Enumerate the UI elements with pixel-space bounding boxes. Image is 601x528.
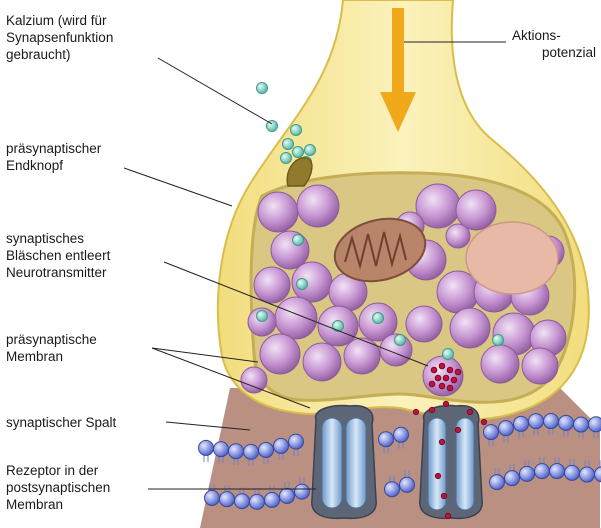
label-receptor: Rezeptor in der postsynaptischen Membran (6, 462, 110, 513)
lipid-head-top (214, 442, 229, 457)
neurotransmitter-molecule (443, 401, 448, 406)
label-action-potential: Aktions- potenzial (512, 27, 596, 61)
vesicle (481, 345, 519, 383)
vesicle (456, 190, 496, 230)
vesicle (297, 185, 339, 227)
leader-terminal (124, 168, 232, 206)
lipid-head-top (514, 416, 529, 431)
receptor-left (312, 406, 376, 519)
neurotransmitter-molecule (441, 493, 446, 498)
neurotransmitter-molecule (455, 427, 460, 432)
lipid-head-bottom (535, 464, 550, 479)
lipid-head-bottom (490, 475, 505, 490)
neurotransmitter-molecule (435, 473, 440, 478)
lipid-head-bottom (385, 482, 400, 497)
vesicle (241, 367, 267, 393)
calcium-ion (257, 311, 268, 322)
lipid-head-top (379, 432, 394, 447)
calcium-ion (373, 313, 384, 324)
neurotransmitter-molecule (467, 409, 472, 414)
lipid-head-bottom (295, 484, 310, 499)
vesicle (406, 306, 442, 342)
lipid-head-bottom (280, 488, 295, 503)
lipid-head-bottom (565, 465, 580, 480)
calcium-ion (281, 153, 292, 164)
calcium-ion (291, 125, 302, 136)
neurotransmitter-molecule (447, 367, 453, 373)
calcium-ion (283, 139, 294, 150)
lipid-head-bottom (520, 466, 535, 481)
lipid-head-bottom (505, 471, 520, 486)
label-synaptic-cleft: synaptischer Spalt (6, 414, 116, 431)
calcium-ion (293, 147, 304, 158)
vesicle (275, 297, 317, 339)
neurotransmitter-molecule (451, 377, 457, 383)
neurotransmitter-molecule (439, 363, 445, 369)
vesicle (254, 267, 290, 303)
lipid-head-top (484, 425, 499, 440)
lipid-head-bottom (205, 490, 220, 505)
vesicle (258, 192, 298, 232)
lipid-head-top (544, 414, 559, 429)
calcium-ion (305, 145, 316, 156)
lipid-head-top (229, 444, 244, 459)
neurotransmitter-molecule (431, 367, 437, 373)
lipid-head-top (499, 421, 514, 436)
neurotransmitter-molecule (445, 513, 450, 518)
vesicle (303, 343, 341, 381)
lipid-head-top (244, 444, 259, 459)
calcium-ion (493, 335, 504, 346)
calcium-ion (395, 335, 406, 346)
lipid-head-bottom (250, 494, 265, 509)
fusing-vesicle (423, 356, 463, 396)
lipid-head-bottom (265, 492, 280, 507)
neurotransmitter-molecule (439, 439, 444, 444)
label-presynaptic-terminal: präsynaptischer Endknopf (6, 140, 101, 174)
neurotransmitter-molecule (439, 383, 445, 389)
lipid-head-top (574, 417, 589, 432)
neurotransmitter-molecule (481, 419, 486, 424)
lipid-head-bottom (580, 467, 595, 482)
calcium-ion (293, 235, 304, 246)
calcium-ion (257, 83, 268, 94)
vesicle (450, 308, 490, 348)
vesicle (344, 338, 380, 374)
lipid-head-top (559, 415, 574, 430)
calcium-ion (443, 349, 454, 360)
lipid-head-top (529, 414, 544, 429)
lipid-head-bottom (220, 492, 235, 507)
leader-calcium (158, 58, 272, 124)
lipid-head-bottom (550, 464, 565, 479)
vesicle (260, 334, 300, 374)
neurotransmitter-molecule (435, 375, 441, 381)
lipid-head-top (289, 434, 304, 449)
calcium-ion (297, 279, 308, 290)
neurotransmitter-molecule (443, 375, 449, 381)
label-vesicle: synaptisches Bläschen entleert Neurotran… (6, 230, 110, 281)
lipid-head-top (394, 427, 409, 442)
lipid-head-bottom (235, 494, 250, 509)
lipid-head-top (589, 417, 601, 432)
neurotransmitter-molecule (429, 407, 434, 412)
lipid-head-top (199, 440, 214, 455)
neurotransmitter-molecule (429, 381, 435, 387)
lipid-head-top (259, 442, 274, 457)
label-presynaptic-membrane: präsynaptische Membran (6, 331, 97, 365)
neurotransmitter-molecule (447, 385, 453, 391)
organelle (466, 222, 558, 294)
lipid-head-bottom (400, 477, 415, 492)
receptor-right (420, 406, 482, 519)
label-calcium: Kalzium (wird für Synapsenfunktion gebra… (6, 12, 113, 63)
neurotransmitter-molecule (455, 369, 461, 375)
vesicle (446, 224, 470, 248)
neurotransmitter-molecule (413, 409, 418, 414)
lipid-head-top (274, 438, 289, 453)
vesicle (522, 348, 558, 384)
calcium-ion (333, 321, 344, 332)
vesicle (271, 231, 309, 269)
